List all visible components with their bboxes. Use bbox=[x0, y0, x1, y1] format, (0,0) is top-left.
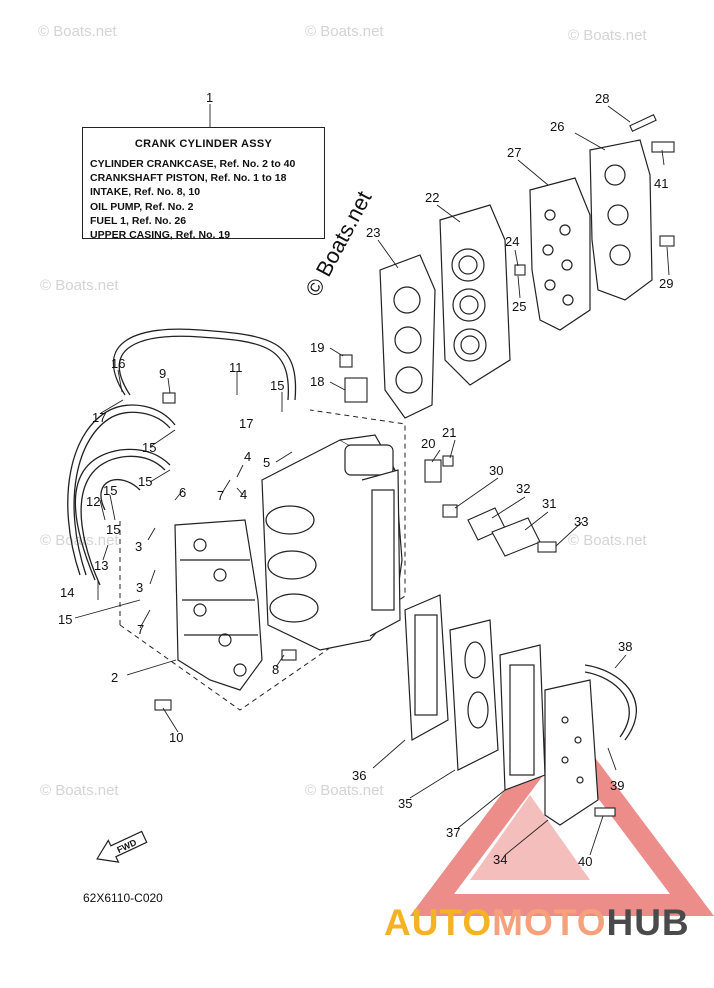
part-number-39: 39 bbox=[610, 778, 624, 793]
leader-lines bbox=[74, 104, 670, 856]
logo-part-moto: MOTO bbox=[492, 902, 607, 943]
part-number-31: 31 bbox=[542, 496, 556, 511]
assembly-legend-box: CRANK CYLINDER ASSY CYLINDER CRANKCASE, … bbox=[82, 127, 325, 242]
part-number-32: 32 bbox=[516, 481, 530, 496]
legend-line: FUEL 1, Ref. No. 26 bbox=[90, 214, 187, 227]
part-number-13: 13 bbox=[94, 558, 108, 573]
watermark-text: © Boats.net bbox=[305, 23, 384, 40]
assembly-outline bbox=[119, 409, 406, 711]
part-number-24: 24 bbox=[505, 234, 519, 249]
legend-line: UPPER CASING, Ref. No. 19 bbox=[90, 229, 231, 242]
part-number-15f: 15 bbox=[58, 612, 72, 627]
part-number-19: 19 bbox=[310, 340, 324, 355]
part-number-26: 26 bbox=[550, 119, 564, 134]
part-number-41: 41 bbox=[654, 176, 668, 191]
drawing-code: 62X6110-C020 bbox=[83, 891, 163, 905]
watermark-text: © Boats.net bbox=[38, 23, 117, 40]
part-number-36: 36 bbox=[352, 768, 366, 783]
part-number-20: 20 bbox=[421, 436, 435, 451]
legend-line: CRANKSHAFT PISTON, Ref. No. 1 to 18 bbox=[90, 172, 287, 185]
head-cover-gasket bbox=[529, 177, 591, 331]
part-number-1: 1 bbox=[206, 90, 213, 105]
logo-part-auto: AUTO bbox=[384, 902, 493, 943]
watermark-text: © Boats.net bbox=[568, 532, 647, 549]
part-number-40: 40 bbox=[578, 854, 592, 869]
part-number-29: 29 bbox=[659, 276, 673, 291]
legend-lines: CYLINDER CRANKCASE, Ref. No. 2 to 40 CRA… bbox=[90, 157, 295, 242]
part-number-4b: 4 bbox=[240, 487, 247, 502]
part-number-7b: 7 bbox=[137, 622, 144, 637]
part-number-11: 11 bbox=[229, 360, 243, 375]
hose-38 bbox=[584, 664, 637, 741]
part-number-17a: 17 bbox=[92, 410, 106, 425]
part-number-labels: 1 2 3 3 4 4 5 6 7 7 8 9 10 11 12 13 14 1… bbox=[58, 90, 673, 869]
part-number-28: 28 bbox=[595, 91, 609, 106]
part-number-22: 22 bbox=[425, 190, 439, 205]
part-number-5: 5 bbox=[263, 455, 270, 470]
part-number-9: 9 bbox=[159, 366, 166, 381]
part-number-25: 25 bbox=[512, 299, 526, 314]
watermark-text: © Boats.net bbox=[568, 27, 647, 44]
head-cover bbox=[589, 139, 653, 301]
part-number-27: 27 bbox=[507, 145, 521, 160]
part-number-4: 4 bbox=[244, 449, 251, 464]
legend-line: CYLINDER CRANKCASE, Ref. No. 2 to 40 bbox=[90, 158, 296, 170]
part-number-34: 34 bbox=[493, 852, 507, 867]
part-number-8: 8 bbox=[272, 662, 279, 677]
watermark-text: © Boats.net bbox=[40, 782, 119, 799]
hose-assembly bbox=[67, 328, 297, 586]
part-number-15d: 15 bbox=[103, 483, 117, 498]
part-number-15e: 15 bbox=[106, 522, 120, 537]
cylinder-block bbox=[261, 434, 403, 651]
part-number-2: 2 bbox=[111, 670, 118, 685]
exhaust-gasket-36 bbox=[404, 594, 449, 741]
watermark-text: © Boats.net bbox=[40, 277, 119, 294]
part-number-15a: 15 bbox=[270, 378, 284, 393]
cylinder-head bbox=[439, 204, 511, 386]
head-gasket bbox=[379, 254, 436, 419]
part-number-23: 23 bbox=[366, 225, 380, 240]
crankcase-half-left bbox=[174, 519, 263, 691]
logo-part-hub: HUB bbox=[606, 902, 690, 943]
part-number-3: 3 bbox=[135, 539, 142, 554]
part-number-21: 21 bbox=[442, 425, 456, 440]
part-number-35: 35 bbox=[398, 796, 412, 811]
legend-line: INTAKE, Ref. No. 8, 10 bbox=[90, 186, 201, 199]
part-number-6: 6 bbox=[179, 485, 186, 500]
exhaust-cover-34 bbox=[544, 679, 599, 826]
watermark-text: © Boats.net bbox=[305, 782, 384, 799]
part-number-14: 14 bbox=[60, 585, 74, 600]
part-number-7: 7 bbox=[217, 488, 224, 503]
part-number-18: 18 bbox=[310, 374, 324, 389]
exhaust-inner-plate-35 bbox=[449, 619, 499, 771]
part-number-37: 37 bbox=[446, 825, 460, 840]
logo-triangle bbox=[409, 713, 714, 916]
part-number-15c: 15 bbox=[138, 474, 152, 489]
part-number-16: 16 bbox=[111, 356, 125, 371]
part-number-12: 12 bbox=[86, 494, 100, 509]
legend-title: CRANK CYLINDER ASSY bbox=[134, 138, 273, 150]
part-number-3b: 3 bbox=[136, 580, 143, 595]
watermark-text: © Boats.net bbox=[40, 532, 119, 549]
part-number-38: 38 bbox=[618, 639, 632, 654]
legend-line: OIL PUMP, Ref. No. 2 bbox=[90, 200, 194, 213]
automotohub-logo: AUTOMOTOHUB bbox=[384, 902, 690, 944]
part-number-33: 33 bbox=[574, 514, 588, 529]
forward-arrow-icon: FWD bbox=[96, 830, 148, 863]
exhaust-gasket-37 bbox=[499, 644, 546, 791]
part-number-15b: 15 bbox=[142, 440, 156, 455]
part-number-17b: 17 bbox=[239, 416, 253, 431]
part-number-10: 10 bbox=[169, 730, 183, 745]
part-number-30: 30 bbox=[489, 463, 503, 478]
